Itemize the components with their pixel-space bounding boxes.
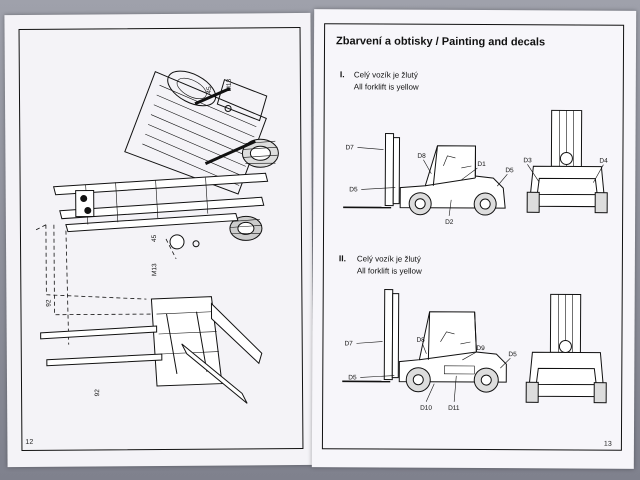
section-number: I.	[339, 69, 345, 80]
fork-tines	[40, 325, 163, 367]
forklift-side-view-1: D7 D8 D1 D5 D5 D2	[343, 133, 514, 226]
forklift-side-view-2: D7 D8 D9 D5 D5 D10 D11	[342, 289, 517, 412]
section-caption-cz: Celý vozík je žlutý	[356, 254, 421, 264]
forklift-rear-view-1: D3 D4	[523, 109, 608, 214]
forklift-rear-view-2	[525, 293, 607, 404]
label-d9: D9	[476, 345, 485, 352]
pivot-detail	[169, 105, 232, 250]
mast-assembly	[52, 172, 269, 233]
label-d8: D8	[417, 153, 426, 160]
page-heading: Zbarvení a obtisky / Painting and decals	[336, 35, 546, 49]
label-d11: D11	[448, 405, 460, 412]
callout-45-top: 45	[206, 86, 213, 94]
tilt-cylinders	[194, 87, 256, 166]
section-caption-cz: Celý vozík je žlutý	[353, 70, 418, 80]
callout-m13-mid: M13	[151, 263, 158, 276]
label-d8: D8	[416, 337, 425, 344]
label-d10: D10	[420, 405, 432, 412]
label-d4: D4	[599, 158, 608, 165]
label-d3: D3	[523, 157, 532, 164]
wheel-lower	[229, 215, 263, 241]
page-number-left: 12	[25, 438, 34, 446]
label-d5-right: D5	[505, 167, 514, 174]
page-number-right: 13	[603, 440, 612, 448]
label-d7: D7	[344, 340, 353, 347]
label-d5-left: D5	[348, 374, 357, 381]
label-d5-right: D5	[508, 351, 517, 358]
right-page: Zbarvení a obtisky / Painting and decals…	[311, 9, 637, 469]
section-number: II.	[338, 253, 347, 264]
label-d5-left: D5	[349, 186, 358, 193]
fork-carriage	[150, 296, 263, 404]
callout-92-top: 92	[45, 299, 52, 307]
projection-lines	[35, 224, 177, 345]
left-page: 45 M13 45 M13 92 92 12	[4, 12, 314, 468]
label-d7: D7	[345, 144, 354, 151]
wheel-upper	[241, 138, 279, 168]
label-d2: D2	[445, 219, 454, 226]
forklift-exploded-diagram: 45 M13 45 M13 92 92	[35, 70, 279, 404]
callout-labels: 45 M13 45 M13 92 92	[45, 78, 233, 397]
forklift-body	[124, 70, 268, 195]
label-d1: D1	[477, 161, 486, 168]
section-caption-en: All forklift is yellow	[353, 82, 419, 92]
callout-92-bottom: 92	[94, 389, 101, 397]
section-caption-en: All forklift is yellow	[356, 266, 422, 276]
callout-45-mid: 45	[151, 234, 158, 242]
callout-m13-top: M13	[226, 78, 233, 91]
